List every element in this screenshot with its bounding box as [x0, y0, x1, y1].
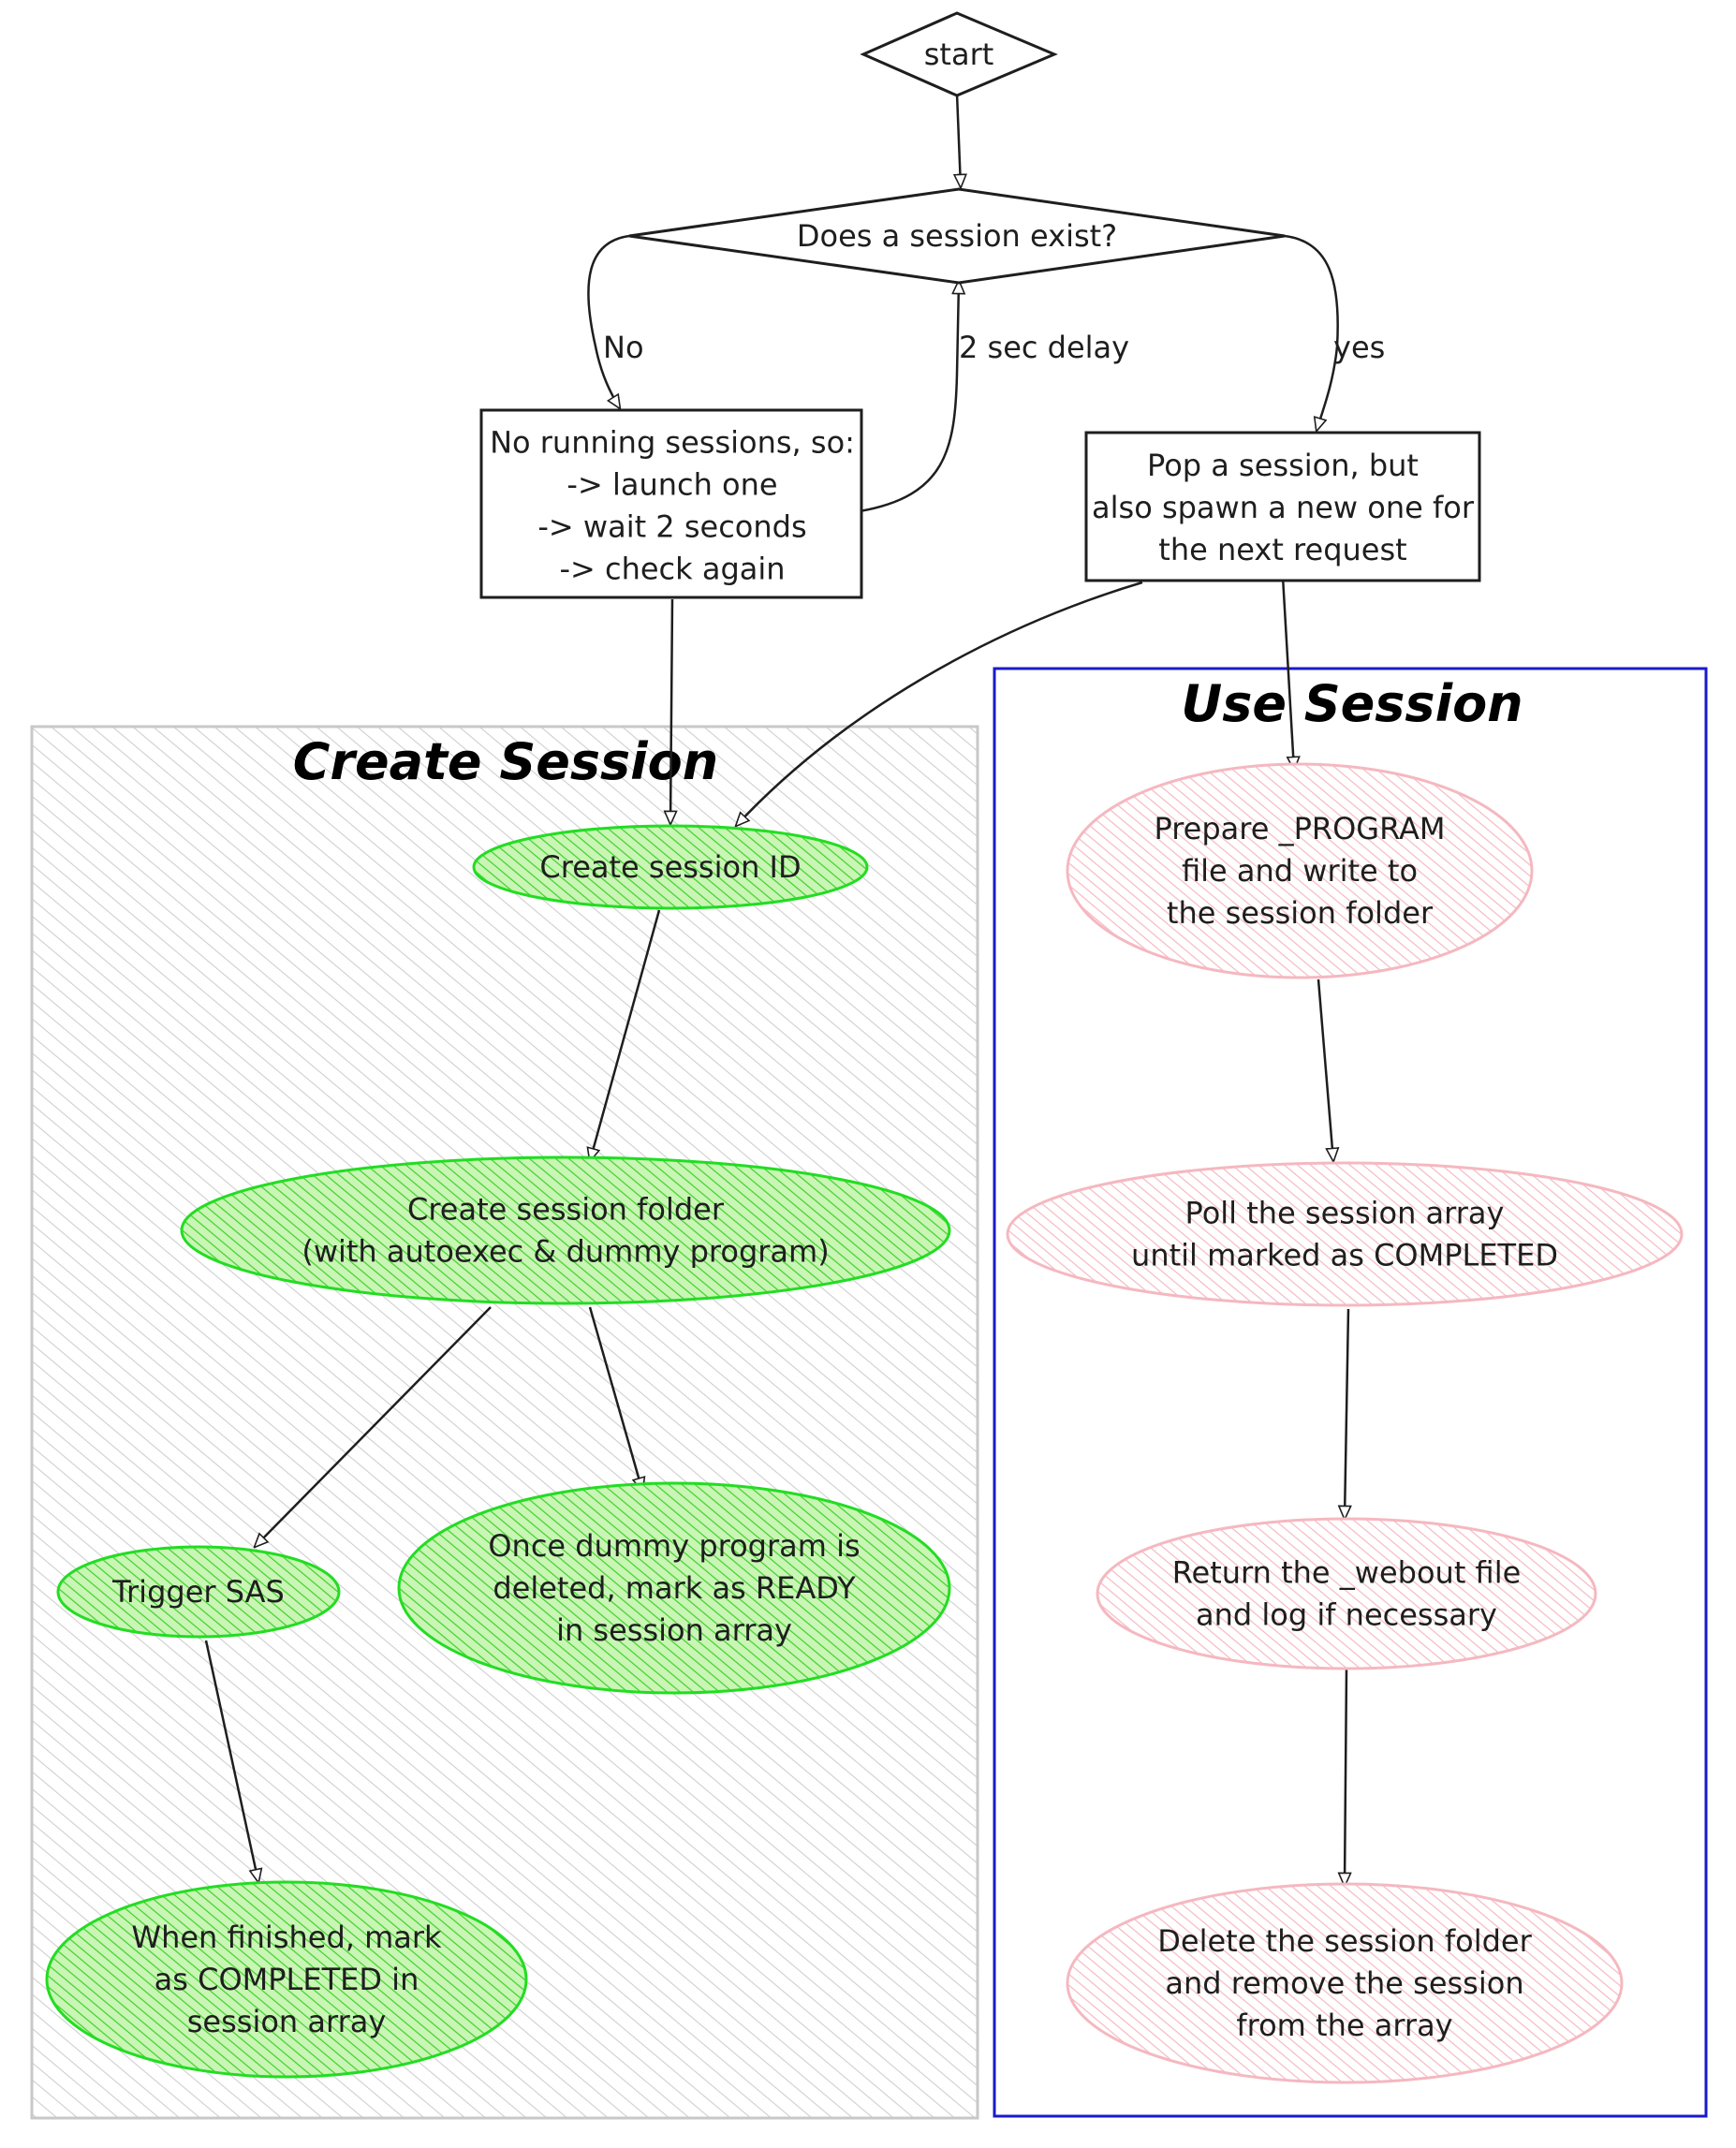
prepare-program-line: file and write to	[1182, 853, 1418, 889]
edge-decision-no	[587, 234, 630, 408]
prepare-program-ellipse	[1066, 762, 1534, 979]
edge-decision-yes	[1284, 234, 1339, 431]
create-id-line: Create session ID	[539, 849, 801, 885]
edge-prepare-to-poll	[1317, 978, 1333, 1161]
return-webout-label: Return the _webout file and log if necess…	[1172, 1555, 1522, 1633]
mark-completed-ellipse	[45, 1880, 528, 2079]
mark-completed-line: session array	[187, 2004, 387, 2039]
delete-folder-line: Delete the session folder	[1157, 1923, 1532, 1959]
trigger-sas-label: Trigger SAS	[111, 1574, 285, 1610]
return-webout-line: and log if necessary	[1196, 1597, 1497, 1633]
edge-labels: No 2 sec delay yes	[603, 330, 1385, 365]
mark-completed-line: as COMPLETED in	[154, 1962, 419, 1997]
start-line: start	[924, 37, 994, 72]
node-trigger-sas[interactable]: Trigger SAS	[56, 1545, 341, 1639]
create-session-frame	[30, 725, 979, 2120]
edge-retry-delay	[859, 281, 959, 513]
mark-ready-label: Once dummy program is deleted, mark as RE…	[488, 1528, 860, 1648]
use-session-frame	[993, 667, 1708, 2118]
delete-folder-label: Delete the session folder and remove the …	[1157, 1923, 1532, 2043]
create-folder-label: Create session folder (with autoexec & du…	[302, 1192, 829, 1270]
node-pop-session[interactable]: Pop a session, but also spawn a new one f…	[1084, 431, 1481, 582]
pop-session-line: the next request	[1158, 532, 1406, 567]
edge-label-no: No	[603, 330, 644, 365]
no-running-label: No running sessions, so: -> launch one -> …	[490, 425, 855, 587]
start-label: start	[924, 37, 994, 72]
edge-return-to-delete	[1345, 1668, 1346, 1886]
create-folder-line: Create session folder	[407, 1192, 725, 1228]
decision-label: Does a session exist?	[797, 218, 1117, 254]
decision-diamond-shape	[628, 187, 1286, 285]
edge-poll-to-return	[1345, 1308, 1348, 1519]
edge-pop-to-prepare	[1281, 576, 1294, 770]
trigger-sas-line: Trigger SAS	[111, 1574, 285, 1610]
delete-folder-line: from the array	[1236, 2008, 1452, 2043]
mark-ready-line: Once dummy program is	[488, 1528, 860, 1564]
create-id-label: Create session ID	[539, 849, 801, 885]
prepare-program-line: Prepare _PROGRAM	[1154, 811, 1445, 846]
session-exist-line: Does a session exist?	[797, 218, 1117, 254]
poll-array-ellipse	[1006, 1161, 1684, 1307]
node-start[interactable]: start	[860, 11, 1058, 97]
node-no-running-sessions[interactable]: No running sessions, so: -> launch one -> …	[479, 408, 863, 599]
poll-array-label: Poll the session array until marked as CO…	[1131, 1196, 1558, 1273]
prepare-program-line: the session folder	[1167, 895, 1434, 931]
node-poll-session-array[interactable]: Poll the session array until marked as CO…	[1006, 1161, 1684, 1307]
node-session-exist-decision[interactable]: Does a session exist?	[628, 187, 1286, 285]
start-diamond-shape	[860, 11, 1058, 97]
delete-folder-line: and remove the session	[1165, 1965, 1523, 2001]
node-mark-completed[interactable]: When finished, mark as COMPLETED in sessio…	[45, 1880, 528, 2079]
create-folder-line: (with autoexec & dummy program)	[302, 1234, 829, 1270]
node-delete-session-folder[interactable]: Delete the session folder and remove the …	[1066, 1882, 1624, 2084]
edges	[204, 93, 1348, 1886]
return-webout-ellipse	[1096, 1517, 1597, 1670]
edge-pop-to-create-id	[736, 581, 1143, 826]
return-webout-line: Return the _webout file	[1172, 1555, 1522, 1591]
no-running-line: -> check again	[559, 552, 785, 587]
create-folder-ellipse	[180, 1155, 951, 1305]
mark-ready-line: in session array	[556, 1612, 792, 1648]
edge-folder-to-trigger	[255, 1306, 492, 1547]
edge-start-to-decision	[957, 93, 961, 187]
node-create-session-id[interactable]: Create session ID	[472, 824, 869, 910]
edge-id-to-folder	[590, 909, 661, 1161]
no-running-line: -> launch one	[566, 467, 777, 503]
edge-label-yes: yes	[1333, 330, 1385, 365]
trigger-sas-ellipse	[56, 1545, 341, 1639]
pop-session-line: also spawn a new one for	[1092, 490, 1475, 525]
use-session-group: Use Session	[993, 667, 1708, 2118]
edge-folder-to-ready	[588, 1306, 642, 1491]
create-session-title: Create Session	[293, 732, 718, 791]
no-running-line: No running sessions, so:	[490, 425, 855, 461]
delete-folder-ellipse	[1066, 1882, 1624, 2084]
node-create-session-folder[interactable]: Create session folder (with autoexec & du…	[180, 1155, 951, 1305]
mark-completed-label: When finished, mark as COMPLETED in sessio…	[131, 1920, 442, 2039]
edge-trigger-to-completed	[204, 1640, 258, 1882]
mark-ready-ellipse	[397, 1481, 951, 1695]
edge-label-delay: 2 sec delay	[959, 330, 1129, 365]
no-running-line: -> wait 2 seconds	[537, 509, 806, 545]
pop-session-label: Pop a session, but also spawn a new one f…	[1092, 448, 1475, 567]
use-session-title: Use Session	[1181, 674, 1523, 733]
pop-session-box	[1084, 431, 1481, 582]
node-return-webout[interactable]: Return the _webout file and log if necess…	[1096, 1517, 1597, 1670]
pop-session-line: Pop a session, but	[1147, 448, 1419, 483]
create-id-ellipse	[472, 824, 869, 910]
mark-ready-line: deleted, mark as READY	[493, 1570, 856, 1606]
no-running-box	[479, 408, 863, 599]
edge-noruns-to-create-id	[670, 598, 672, 824]
poll-array-line: until marked as COMPLETED	[1131, 1238, 1558, 1273]
create-session-group: Create Session	[30, 725, 979, 2120]
poll-array-line: Poll the session array	[1185, 1196, 1505, 1231]
node-mark-ready[interactable]: Once dummy program is deleted, mark as RE…	[397, 1481, 951, 1695]
mark-completed-line: When finished, mark	[131, 1920, 442, 1955]
